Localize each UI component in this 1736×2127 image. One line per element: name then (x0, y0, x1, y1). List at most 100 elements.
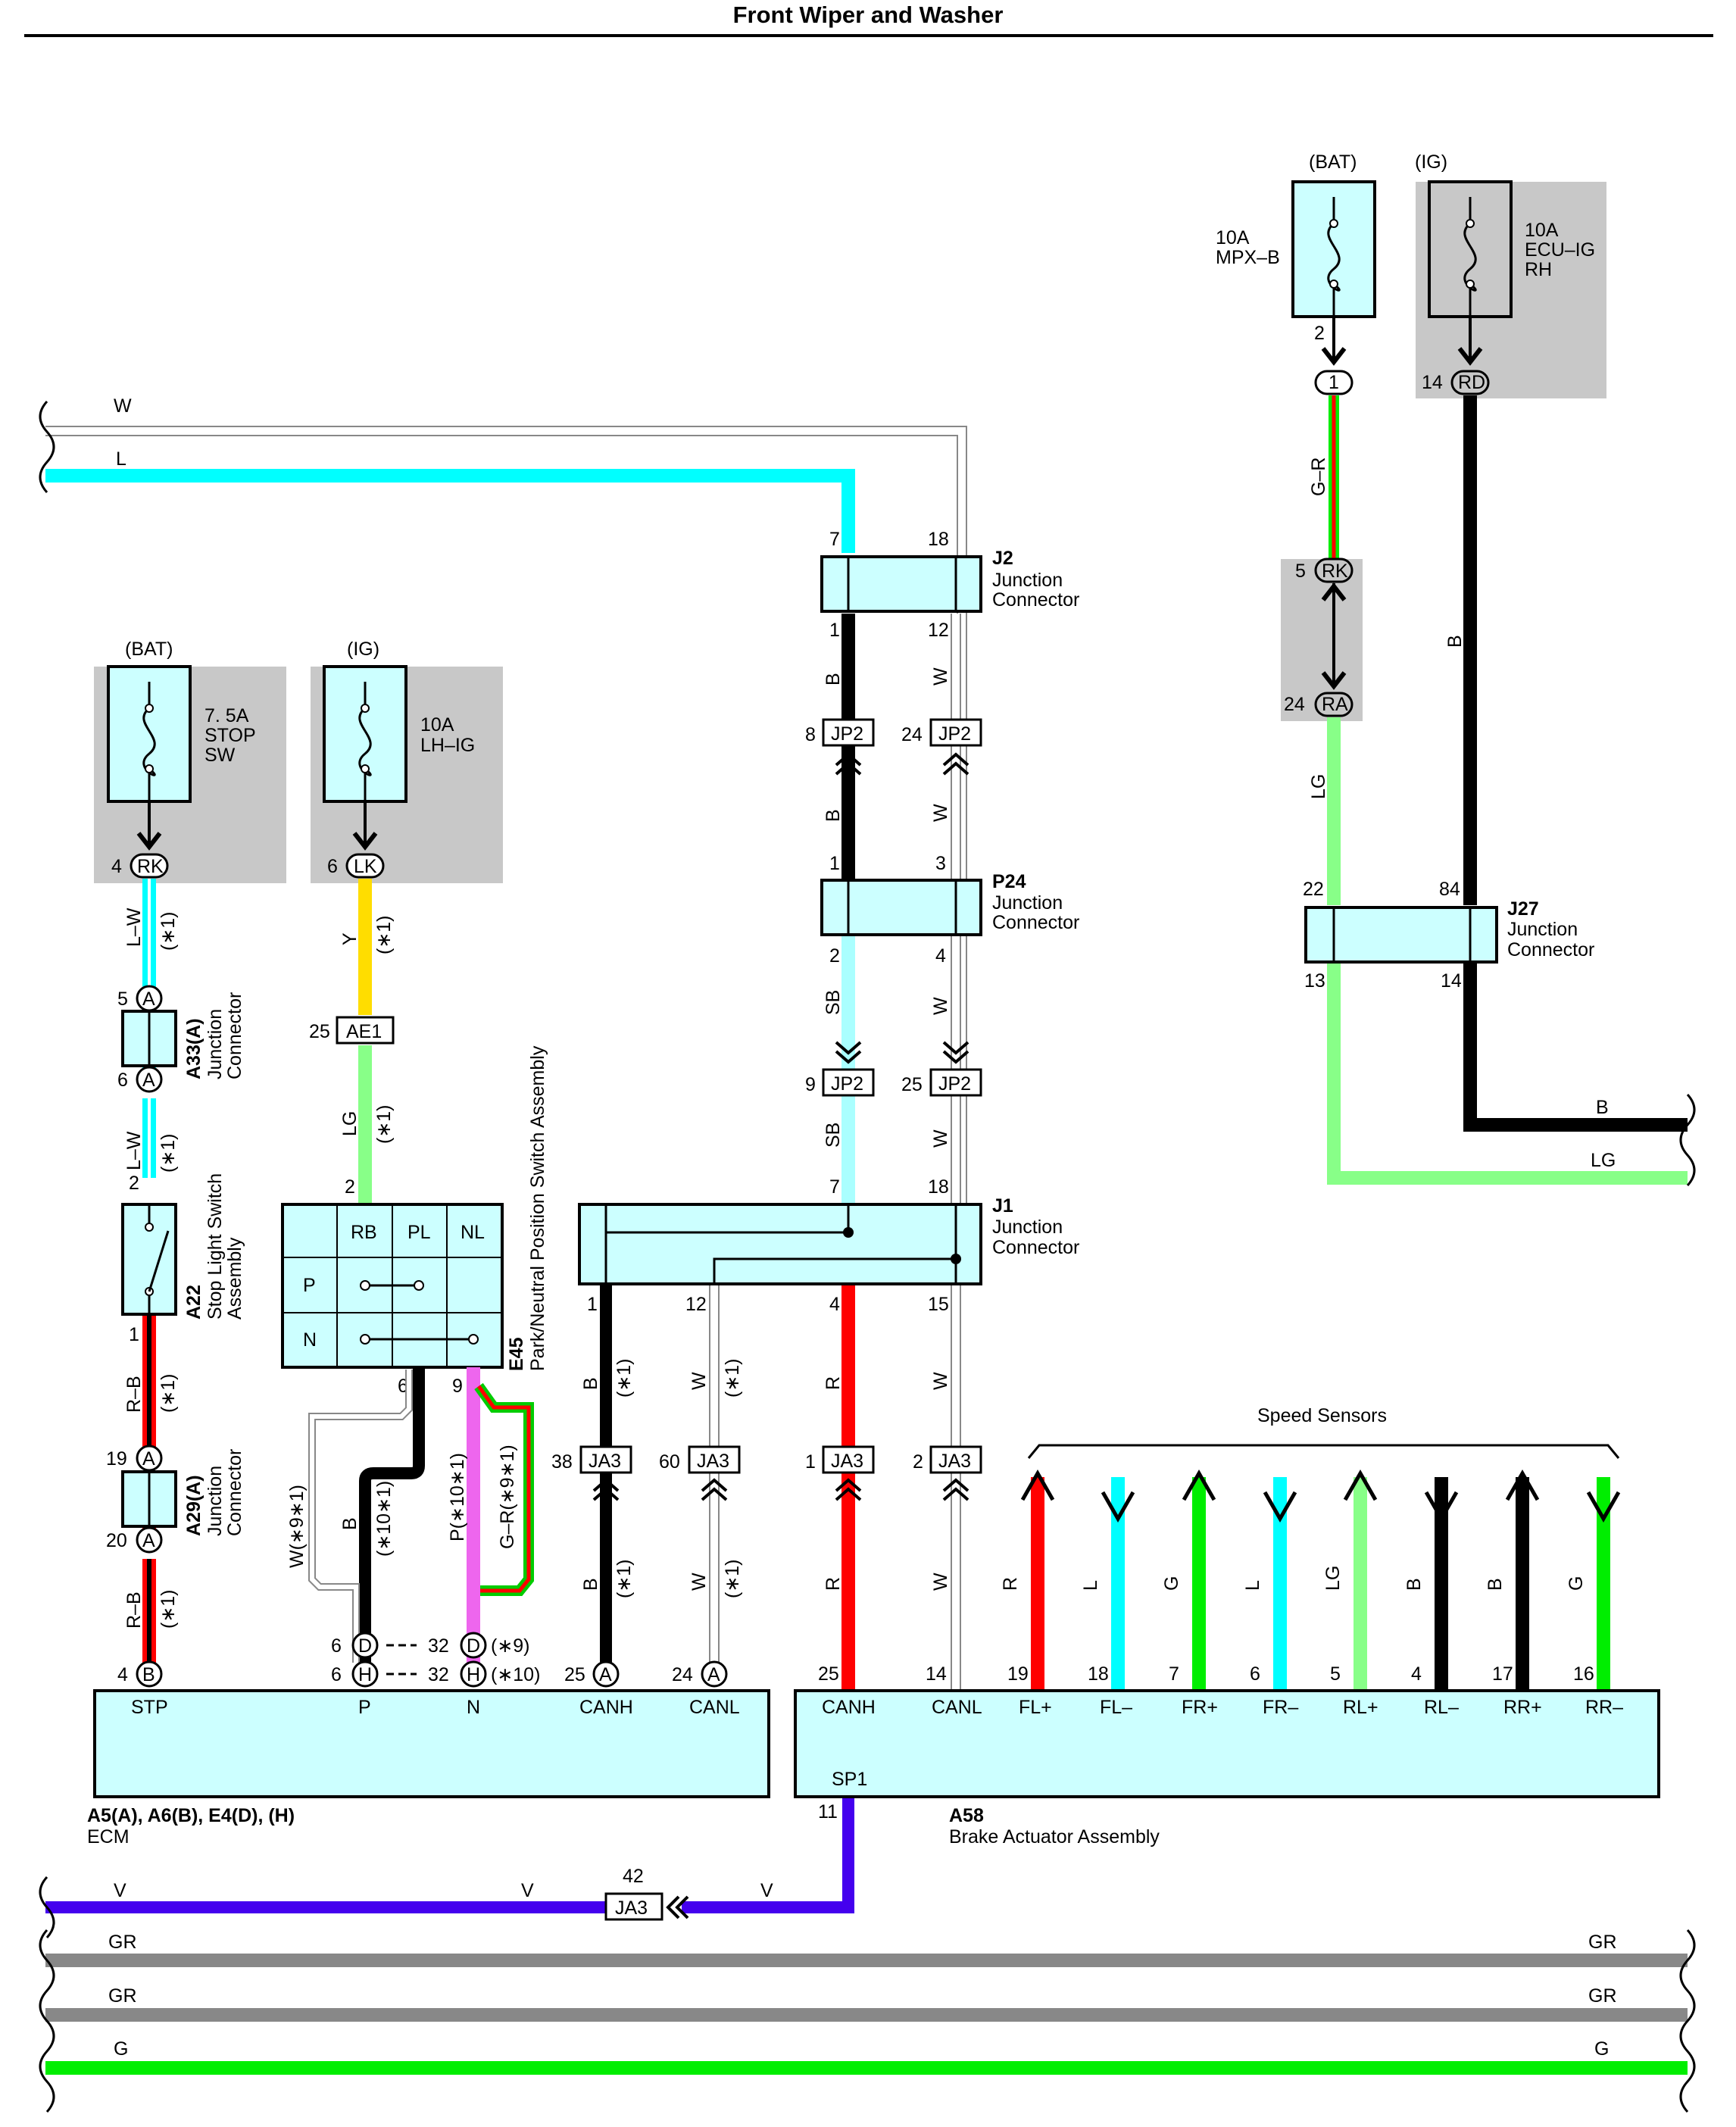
pin-p24-2: 2 (829, 945, 840, 967)
pin-j27-14: 14 (1441, 970, 1462, 992)
a58-pin-rlp: RL+ (1343, 1697, 1378, 1718)
note-10: (∗10) (491, 1664, 540, 1685)
connector-a-5-label: A (142, 989, 155, 1010)
a33-junction-connector (121, 1010, 177, 1067)
e45-name: Park/Neutral Position Switch Assembly (527, 1045, 548, 1371)
arrow-down-icon (136, 832, 162, 851)
pin-a29-19: 19 (106, 1448, 127, 1470)
ae1-connector (336, 1016, 395, 1045)
a58-pin-frp: FR+ (1182, 1697, 1218, 1718)
pin-j1-15: 15 (928, 1294, 949, 1315)
sensor-pin: 5 (1330, 1663, 1341, 1685)
wire-label-B-p: B (339, 1517, 361, 1530)
note-1-a: (∗1) (614, 1358, 635, 1398)
sensor-pin: 18 (1088, 1663, 1109, 1685)
a58-name: Brake Actuator Assembly (949, 1826, 1160, 1847)
chevron-up-icon (942, 752, 969, 776)
wire-label-W-1: W (930, 667, 951, 686)
note-1-h: (∗1) (158, 1589, 179, 1629)
a58-pin-sp1: SP1 (832, 1769, 867, 1790)
arrow-down-icon (1424, 1491, 1459, 1523)
connector-rk-label: RK (137, 856, 164, 877)
wire-label-RB-2: R–B (123, 1591, 145, 1629)
note-9: (∗9) (491, 1635, 530, 1657)
ecm-pin-p: P (358, 1697, 371, 1718)
wire-label-Wx: W(∗9∗1) (286, 1485, 308, 1568)
a58-pin-flp: FL+ (1019, 1697, 1052, 1718)
jp2-label-8: JP2 (831, 723, 863, 745)
wire-label-W-5: W (688, 1372, 710, 1390)
pin-j1-4: 4 (829, 1294, 840, 1315)
a33-id: A33(A) (183, 1018, 205, 1079)
j27-name-2: Connector (1507, 939, 1594, 960)
pin-a33-6: 6 (117, 1070, 128, 1091)
pin-p24-4: 4 (935, 945, 946, 967)
fuse-mpxb (1291, 180, 1376, 318)
break-mark-right-mid (1679, 1093, 1696, 1187)
break-mark-v (39, 1876, 55, 1939)
pin-a22-1: 1 (129, 1324, 139, 1345)
pin-a58-25: 25 (818, 1663, 839, 1685)
connector-a-24-label: A (707, 1664, 720, 1685)
pin-a58-14: 14 (926, 1663, 947, 1685)
connector-lk-label: LK (354, 856, 377, 877)
wire-label-GR-3: GR (108, 1985, 137, 2007)
wire-B-p (359, 1367, 425, 1663)
jp2-connector-8 (822, 718, 875, 747)
ecm-pin-canh: CANH (579, 1697, 633, 1718)
note-1-e: (∗1) (158, 911, 179, 951)
a33-name-2: Connector (224, 992, 245, 1079)
a58-pin-canl: CANL (932, 1697, 982, 1718)
wire-label-W-2: W (930, 804, 951, 822)
chevron-up-icon (942, 1478, 969, 1501)
arrow-down-icon (1457, 347, 1483, 366)
pin-e45-2: 2 (345, 1176, 355, 1198)
pin-j1-7: 7 (829, 1176, 840, 1198)
a29-junction-connector (121, 1470, 177, 1528)
wire-label-V-1: V (114, 1880, 126, 1901)
chevron-left-icon (666, 1895, 689, 1919)
a29-name-1: Junction (205, 1466, 226, 1536)
source-bat-mpxb: (BAT) (1309, 151, 1357, 173)
fuse-mpxb-name: MPX–B (1216, 247, 1280, 268)
ja3-connector-38 (579, 1445, 632, 1474)
wire-label-GmR: G–R (1308, 458, 1329, 496)
break-mark-left-top (39, 400, 55, 494)
pin-mpxb-2: 2 (1314, 323, 1325, 344)
connector-h-6 (351, 1660, 379, 1688)
ja3-connector-42 (604, 1892, 663, 1921)
wire-label-GR-4: GR (1588, 1985, 1617, 2007)
j1-id: J1 (992, 1195, 1013, 1217)
wire-label-R-1: R (823, 1376, 844, 1390)
wire-label-W-8: W (930, 1573, 951, 1591)
ae1-label: AE1 (346, 1021, 382, 1042)
wire-label-B-1: B (823, 673, 844, 686)
connector-d-label-6: D (358, 1635, 372, 1657)
wire-label-GR-2: GR (1588, 1932, 1617, 1953)
j1-name-1: Junction (992, 1217, 1063, 1238)
wire-label-LG-3: LG (1591, 1150, 1616, 1171)
pin-rd-14: 14 (1422, 372, 1443, 393)
speed-sensors-bracket (1027, 1444, 1620, 1459)
pin-ja3-2: 2 (913, 1451, 923, 1473)
wire-label-B-2: B (823, 809, 844, 822)
sensor-pin: 17 (1492, 1663, 1513, 1685)
arrow-up-icon (1505, 1469, 1540, 1501)
connector-d-label-32: D (467, 1635, 480, 1657)
arrow-down-icon (1586, 1491, 1621, 1523)
break-mark-right-bottom (1679, 1929, 1696, 2113)
pin-j1-12: 12 (685, 1294, 707, 1315)
note-1-d: (∗1) (722, 1559, 743, 1598)
fuse-lhig-amp: 10A (420, 714, 454, 736)
connector-a-24 (701, 1660, 728, 1688)
page-title: Front Wiper and Washer (732, 2, 1004, 28)
wire-label-Y: Y (339, 932, 361, 945)
double-arrow-icon (1321, 583, 1347, 690)
connector-h-label-6: H (358, 1664, 372, 1685)
arrow-up-icon (1020, 1469, 1055, 1501)
wire-label-Px: P(∗10∗1) (447, 1453, 468, 1541)
wire-L-top (45, 469, 855, 553)
e45-id: E45 (506, 1337, 527, 1371)
sensor-wire-label: L (1080, 1580, 1101, 1591)
